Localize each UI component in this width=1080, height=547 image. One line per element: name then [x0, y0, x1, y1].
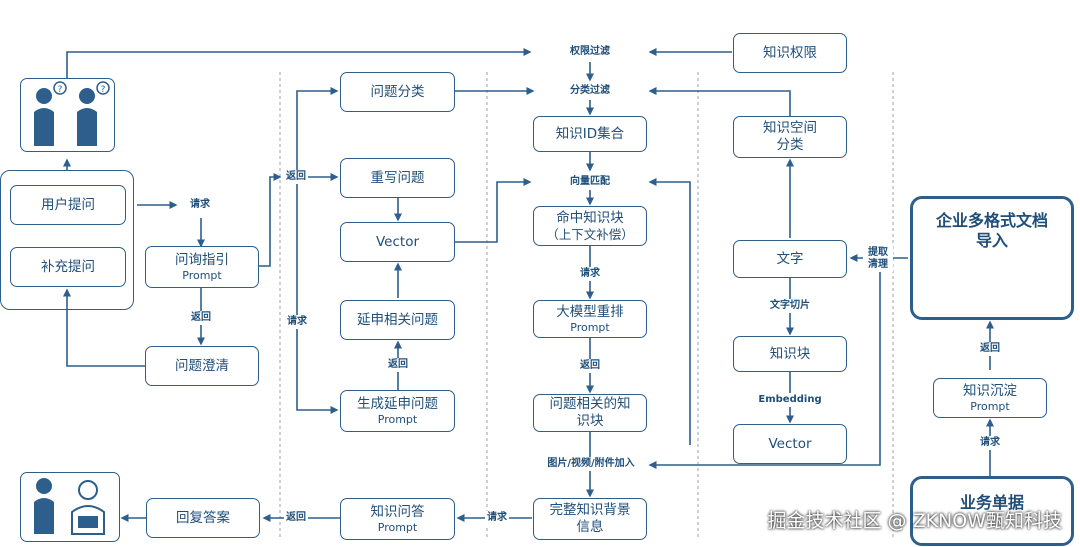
section-dividers	[279, 72, 894, 540]
knowledge-permission-text: 知识权限	[763, 44, 817, 61]
knowledge-id-set-node: 知识ID集合	[533, 116, 647, 152]
back-5-label: 返回	[284, 511, 308, 525]
extract-clean-label: 提取清理	[863, 246, 893, 272]
enterprise-docs-sub: 导入	[975, 231, 1008, 250]
qa-prompt-sub: Prompt	[377, 520, 418, 534]
svg-text:?: ?	[101, 85, 106, 95]
inquiry-guide-title: 问询指引	[175, 251, 229, 268]
back-6-label: 返回	[978, 342, 1002, 356]
hit-chunks-title: 命中知识块	[556, 209, 624, 226]
vector-mid-text: Vector	[375, 233, 420, 250]
user-question-text: 用户提问	[41, 196, 95, 213]
clarify-text: 问题澄清	[175, 357, 229, 374]
request-4-label: 请求	[485, 511, 509, 525]
knowledge-space-node: 知识空间分类	[733, 116, 847, 158]
media-join-label: 图片/视频/附件加入	[545, 457, 637, 471]
answer-icon-frame	[20, 472, 120, 542]
request-3-label: 请求	[578, 267, 602, 281]
llm-rerank-sub: Prompt	[570, 320, 610, 334]
business-doc-text: 业务单据	[959, 493, 1024, 512]
gen-extend-sub: Prompt	[377, 412, 418, 426]
vector-mid-node: Vector	[340, 222, 455, 262]
clarify-node: 问题澄清	[145, 346, 259, 386]
knowledge-settle-title: 知识沉淀	[963, 382, 1017, 399]
vector-right-text: Vector	[768, 435, 812, 452]
back-1-label: 返回	[189, 311, 213, 325]
request-1-label: 请求	[188, 198, 212, 212]
knowledge-chunk-text: 知识块	[769, 345, 811, 362]
hit-chunks-sub: （上下文补偿）	[546, 226, 634, 242]
extend-question-node: 延申相关问题	[340, 300, 455, 340]
knowledge-chunk-node: 知识块	[733, 336, 847, 372]
user-group-icon: ? ?	[34, 81, 110, 146]
knowledge-space-title: 知识空间	[763, 120, 817, 137]
qa-prompt-title: 知识问答	[370, 503, 425, 520]
related-chunks-title: 问题相关的知	[549, 396, 631, 413]
text-node-text: 文字	[776, 250, 804, 267]
complete-bg-title: 完整知识背景	[549, 502, 631, 519]
request-2-label: 请求	[285, 315, 309, 329]
hit-chunks-node: 命中知识块（上下文补偿）	[533, 206, 647, 246]
answer-people-icon	[34, 478, 105, 535]
reply-answer-node: 回复答案	[146, 498, 260, 538]
rewrite-question-node: 重写问题	[340, 158, 455, 198]
back-2-label: 返回	[284, 170, 308, 184]
business-doc-node: 业务单据	[910, 476, 1074, 546]
knowledge-settle-sub: Prompt	[970, 399, 1010, 413]
complete-bg-node: 完整知识背景信息	[533, 498, 647, 540]
user-question-node: 用户提问	[10, 185, 126, 225]
back-4-label: 返回	[578, 359, 602, 373]
supplement-question-text: 补充提问	[41, 258, 95, 275]
reply-answer-text: 回复答案	[176, 509, 230, 526]
vector-right-node: Vector	[733, 424, 847, 464]
related-chunks-node: 问题相关的知识块	[533, 394, 647, 432]
permission-filter-label: 权限过滤	[568, 45, 612, 59]
knowledge-id-set-text: 知识ID集合	[555, 125, 625, 142]
supplement-question-node: 补充提问	[10, 247, 126, 287]
classify-question-node: 问题分类	[340, 72, 455, 112]
enterprise-docs-node: 企业多格式文档导入	[910, 196, 1074, 320]
extend-question-text: 延申相关问题	[357, 311, 438, 328]
llm-rerank-title: 大模型重排	[556, 303, 624, 320]
text-node: 文字	[733, 240, 847, 278]
rewrite-question-text: 重写问题	[370, 169, 425, 186]
back-3-label: 返回	[386, 358, 410, 372]
user-input-panel	[0, 170, 134, 310]
enterprise-docs-title: 企业多格式文档	[935, 211, 1048, 230]
inquiry-guide-sub: Prompt	[182, 268, 222, 282]
watermark: 掘金技术社区 @ ZKNOW甄知科技	[767, 510, 1062, 532]
text-slice-label: 文字切片	[768, 299, 812, 313]
request-5-label: 请求	[978, 436, 1002, 450]
knowledge-permission-node: 知识权限	[733, 33, 847, 73]
knowledge-space-sub: 分类	[776, 137, 804, 153]
vector-match-label: 向量匹配	[568, 175, 612, 189]
classify-question-text: 问题分类	[370, 83, 425, 100]
complete-bg-sub: 信息	[576, 519, 604, 535]
gen-extend-title: 生成延申问题	[357, 395, 438, 412]
category-filter-label: 分类过滤	[568, 84, 612, 98]
embedding-label: Embedding	[756, 393, 824, 407]
related-chunks-sub: 识块	[576, 413, 604, 429]
svg-text:?: ?	[58, 85, 63, 95]
user-icon-frame	[20, 78, 115, 152]
